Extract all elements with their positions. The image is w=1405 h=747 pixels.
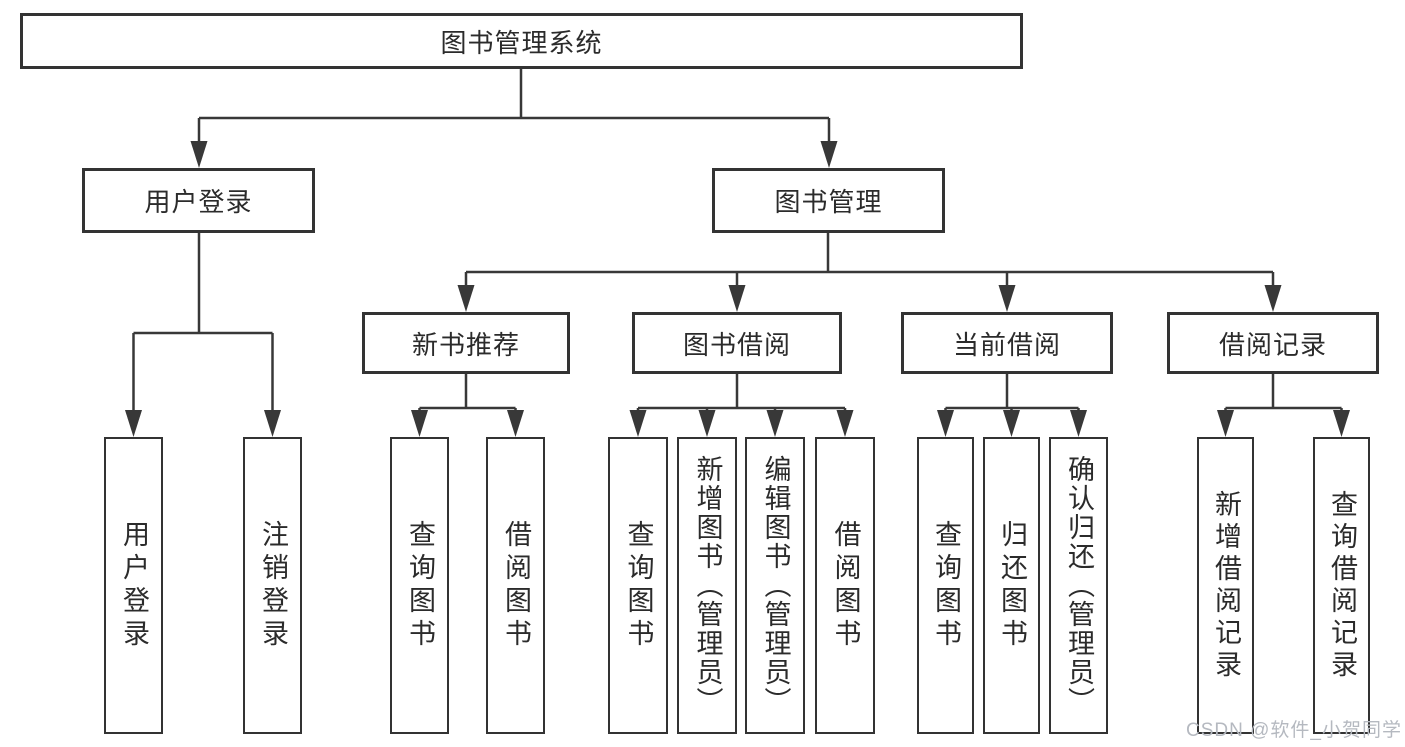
leaf-borrow-book-1: 借阅图书 — [486, 437, 545, 734]
connector-new-book-rec-to-children — [411, 374, 524, 437]
node-book-borrow: 图书借阅 — [632, 312, 842, 374]
leaf-query-book-2: 查询图书 — [608, 437, 668, 734]
connector-current-borrow-to-children — [937, 374, 1087, 437]
leaf-borrow-book-2: 借阅图书 — [815, 437, 875, 734]
leaf-edit-book-admin: 编辑图书（管理员） — [745, 437, 805, 734]
leaf-query-book-1: 查询图书 — [390, 437, 449, 734]
leaf-confirm-return-admin-label: 确认归还（管理员） — [1064, 455, 1094, 716]
connector-borrow-record-to-children — [1217, 374, 1350, 437]
node-root-label: 图书管理系统 — [440, 27, 603, 58]
leaf-add-borrow-record: 新增借阅记录 — [1197, 437, 1254, 734]
connector-book-borrow-to-children — [629, 374, 854, 437]
connector-book-mgmt-to-children — [457, 233, 1282, 312]
leaf-user-login-label: 用户登录 — [119, 519, 149, 652]
node-borrow-record: 借阅记录 — [1167, 312, 1379, 374]
leaf-query-borrow-record-label: 查询借阅记录 — [1327, 489, 1357, 682]
leaf-logout-label: 注销登录 — [258, 519, 288, 652]
node-user-login: 用户登录 — [82, 168, 315, 233]
node-book-management: 图书管理 — [712, 168, 945, 233]
leaf-borrow-book-1-label: 借阅图书 — [501, 519, 531, 652]
leaf-query-book-3-label: 查询图书 — [931, 519, 961, 652]
node-borrow-record-label: 借阅记录 — [1218, 329, 1327, 360]
node-user-login-label: 用户登录 — [144, 187, 253, 217]
leaf-return-book-label: 归还图书 — [997, 519, 1027, 652]
leaf-add-book-admin-label: 新增图书（管理员） — [692, 455, 723, 716]
leaf-query-book-1-label: 查询图书 — [405, 519, 435, 652]
node-new-book-recommend: 新书推荐 — [362, 312, 570, 374]
leaf-logout: 注销登录 — [243, 437, 302, 734]
node-root: 图书管理系统 — [20, 13, 1023, 69]
node-current-borrow-label: 当前借阅 — [952, 329, 1061, 360]
node-book-management-label: 图书管理 — [774, 187, 883, 217]
node-new-book-recommend-label: 新书推荐 — [411, 329, 520, 360]
leaf-borrow-book-2-label: 借阅图书 — [830, 519, 861, 652]
node-current-borrow: 当前借阅 — [901, 312, 1113, 374]
connector-user-login-to-children — [125, 233, 281, 437]
connector-root-to-children — [190, 69, 838, 168]
node-book-borrow-label: 图书借阅 — [682, 329, 791, 360]
leaf-query-borrow-record: 查询借阅记录 — [1313, 437, 1370, 734]
leaf-query-book-2-label: 查询图书 — [623, 519, 654, 652]
csdn-watermark: CSDN @软件_小贺同学 — [1186, 720, 1402, 741]
leaf-query-book-3: 查询图书 — [917, 437, 974, 734]
leaf-return-book: 归还图书 — [983, 437, 1040, 734]
leaf-add-borrow-record-label: 新增借阅记录 — [1211, 489, 1241, 682]
leaf-user-login: 用户登录 — [104, 437, 163, 734]
leaf-edit-book-admin-label: 编辑图书（管理员） — [760, 455, 791, 716]
leaf-add-book-admin: 新增图书（管理员） — [677, 437, 737, 734]
leaf-confirm-return-admin: 确认归还（管理员） — [1049, 437, 1108, 734]
